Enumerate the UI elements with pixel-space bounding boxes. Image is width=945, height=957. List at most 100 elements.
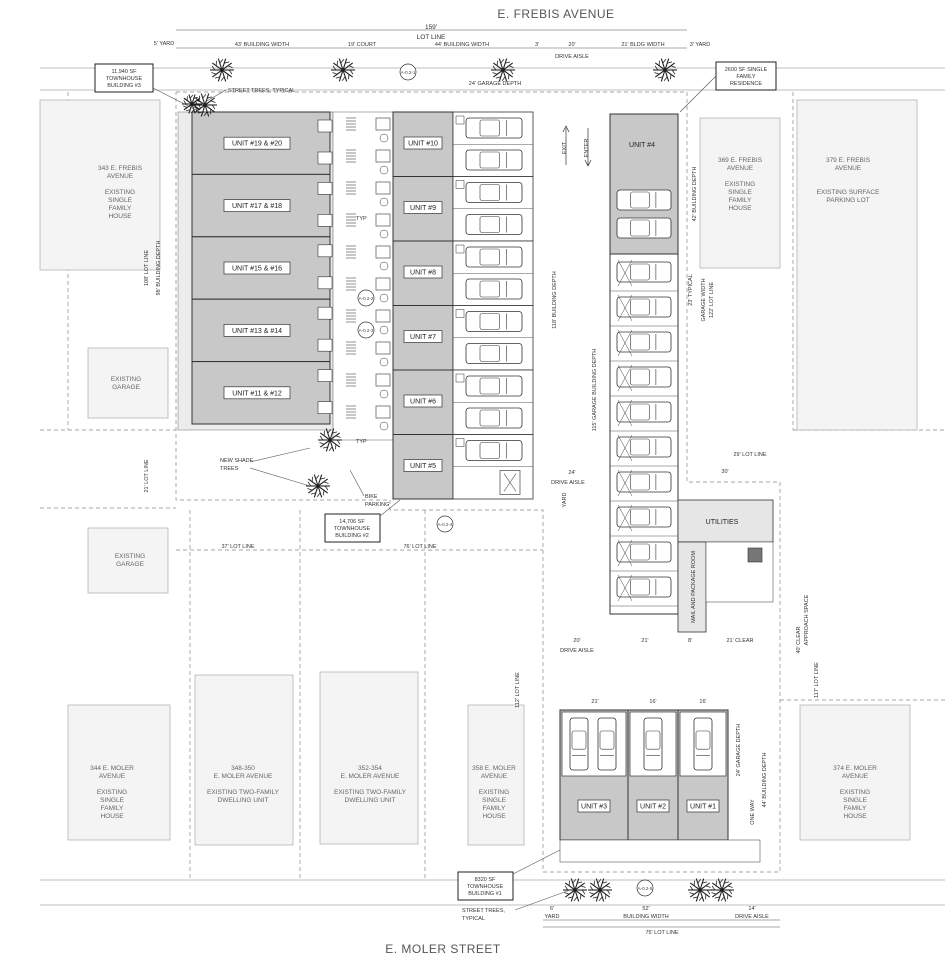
neighbor-house-369 — [699, 117, 781, 269]
svg-text:A-0.2-3: A-0.2-3 — [359, 328, 374, 333]
neighbor-label-348: 348-350 E. MOLER AVENUE EXISTING TWO-FAM… — [207, 765, 280, 804]
dim-lot-line-top: LOT LINE — [417, 34, 446, 41]
unit-label: UNIT #3 — [581, 804, 607, 811]
svg-text:EXISTING SURFACE: EXISTING SURFACE — [817, 189, 881, 196]
stair-icon — [346, 373, 356, 387]
svg-text:A-0.2-4: A-0.2-4 — [438, 522, 453, 527]
svg-text:AVENUE: AVENUE — [842, 773, 869, 780]
svg-text:HOUSE: HOUSE — [100, 813, 124, 820]
dim-21-lower: 21' — [641, 638, 648, 644]
svg-text:AVENUE: AVENUE — [107, 173, 134, 180]
tag-box — [455, 373, 465, 383]
tag-box — [455, 115, 465, 125]
car-icon — [465, 182, 523, 203]
car-icon — [616, 401, 672, 423]
svg-text:EXISTING: EXISTING — [97, 789, 127, 796]
svg-text:TOWNHOUSE: TOWNHOUSE — [106, 76, 143, 82]
stair-icon — [346, 405, 356, 419]
dim-drive-aisle-top: DRIVE AISLE — [555, 54, 589, 60]
car-icon — [616, 471, 672, 493]
tree-icon — [331, 58, 355, 82]
one-way-label: ONE WAY — [750, 799, 756, 825]
svg-text:E. MOLER AVENUE: E. MOLER AVENUE — [214, 773, 273, 780]
svg-text:369 E. FREBIS: 369 E. FREBIS — [718, 157, 763, 164]
keynote-tag — [379, 389, 389, 399]
street-trees-label-2: TYPICAL — [462, 916, 485, 922]
svg-text:FAMILY: FAMILY — [729, 197, 752, 204]
svg-text:RESIDENCE: RESIDENCE — [730, 81, 762, 87]
neighbor-label-379: 379 E. FREBIS AVENUE EXISTING SURFACE PA… — [817, 157, 881, 204]
dim-bw52: 52' — [642, 906, 649, 912]
stoop — [375, 117, 391, 131]
svg-text:358 E. MOLER: 358 E. MOLER — [472, 765, 516, 772]
dim-lot122: 122' LOT LINE — [709, 282, 715, 318]
typ-label-2: TYP — [356, 439, 367, 445]
arrow-up-icon — [562, 125, 570, 165]
street-name-bottom: E. MOLER STREET — [385, 942, 501, 956]
car-icon — [616, 296, 672, 318]
neighbor-label-358: 358 E. MOLER AVENUE EXISTING SINGLE FAMI… — [472, 765, 516, 820]
keynote-tag — [379, 165, 389, 175]
neighbor-lot-379 — [796, 99, 918, 431]
section-tag-3: A-0.2-3 — [357, 321, 375, 339]
unit-label-box — [577, 799, 611, 813]
car-icon — [465, 278, 523, 300]
car-icon — [616, 189, 672, 211]
stoop — [317, 369, 333, 382]
car-icon — [693, 717, 713, 771]
svg-text:EXISTING: EXISTING — [479, 789, 509, 796]
dim-14: 14' — [748, 906, 755, 912]
tree-icon — [563, 878, 587, 902]
stoop — [375, 277, 391, 291]
svg-text:AVENUE: AVENUE — [727, 165, 754, 172]
dim-yard-vertical: YARD — [562, 493, 568, 508]
garage-stalls — [610, 259, 678, 607]
utilities-label: UTILITIES — [706, 519, 739, 526]
unit-label: UNIT #1 — [690, 804, 716, 811]
car-icon — [465, 440, 523, 461]
unit-label-box — [686, 799, 720, 813]
dim-16a: 16' — [649, 699, 656, 705]
svg-text:EXISTING: EXISTING — [105, 189, 135, 196]
car-icon — [465, 407, 523, 429]
dim-lot117: 117' LOT LINE — [814, 662, 820, 698]
svg-text:FAMILY: FAMILY — [844, 805, 867, 812]
svg-text:14,706 SF: 14,706 SF — [339, 519, 365, 525]
unit-label-box — [223, 136, 291, 150]
car-icon — [616, 261, 672, 283]
neighbor-house-343 — [39, 99, 161, 271]
unit-label-box — [223, 386, 291, 400]
unit-label: UNIT #19 & #20 — [232, 141, 282, 148]
dim-20: 20' — [568, 42, 575, 48]
neighbor-house-358 — [467, 704, 525, 846]
trees — [182, 58, 734, 902]
stair-icon — [346, 245, 356, 259]
stair-icon — [346, 341, 356, 355]
dim-21-b1: 21' — [591, 699, 598, 705]
car-icon — [465, 117, 523, 139]
stoop — [375, 149, 391, 163]
svg-text:GARAGE: GARAGE — [112, 384, 140, 391]
neighbor-house-348 — [194, 674, 294, 846]
stoop — [375, 405, 391, 419]
unit-label: UNIT #5 — [410, 463, 436, 470]
car-icon — [465, 375, 523, 397]
parking-stall — [499, 470, 521, 495]
stall-x — [617, 434, 633, 462]
unit-label: UNIT #6 — [410, 399, 436, 406]
callout-single-family: 2600 SF SINGLE FAMILY RESIDENCE — [679, 61, 777, 113]
svg-text:BUILDING #1: BUILDING #1 — [468, 891, 502, 897]
svg-text:BUILDING #3: BUILDING #3 — [107, 83, 141, 89]
tag-box — [455, 438, 465, 447]
svg-text:344 E. MOLER: 344 E. MOLER — [90, 765, 134, 772]
section-tag-4: A-0.2-4 — [436, 515, 454, 533]
neighbor-house-352 — [319, 671, 419, 845]
unit-4-garage — [616, 189, 672, 239]
leader-line — [249, 467, 311, 487]
leader-line — [514, 889, 571, 911]
tree-icon — [491, 58, 515, 82]
tag-box — [455, 180, 465, 189]
unit-label-box — [223, 199, 291, 212]
dim-drive-aisle-bottom: DRIVE AISLE — [735, 914, 769, 920]
dim-depth42: 42' BUILDING DEPTH — [692, 167, 698, 222]
